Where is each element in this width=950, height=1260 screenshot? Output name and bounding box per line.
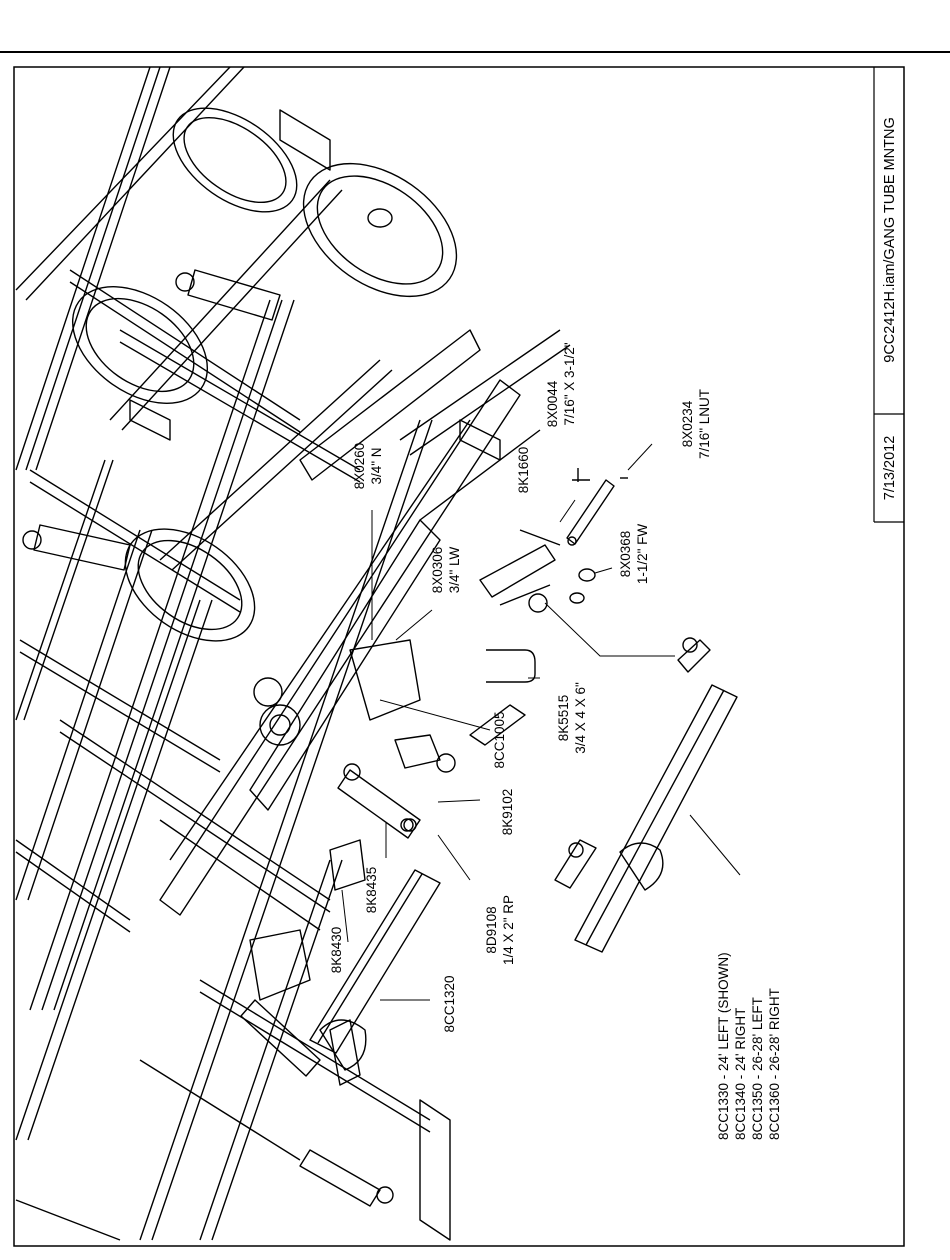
frame-members [16,67,432,1240]
callout-8k8430: 8K8430 [329,927,344,974]
callout-8cc1320: 8CC1320 [442,975,457,1032]
leader-lines [342,444,740,1000]
callout-8x0234: 8X0234 7/16" LNUT [680,389,712,459]
part-desc: 3/4" LW [447,546,462,593]
part-desc: 3/4" N [369,447,384,484]
part-number: 8K1660 [516,447,531,494]
cross-members [16,270,430,1240]
part-number: 8X0260 [352,443,367,490]
callout-8cc1005: 8CC1005 [492,711,507,768]
part-number: 8K9102 [500,789,515,836]
part-number: 8K8430 [329,927,344,974]
part-desc: 1/4 X 2" RP [501,895,516,965]
part-desc: 7/16" LNUT [697,389,712,459]
part-number: 8X0306 [430,547,445,594]
callout-8x0306: 8X0306 3/4" LW [430,546,462,593]
gang-tube-line-4: 8CC1360 - 26-28' RIGHT [767,988,782,1140]
callout-8d9108: 8D9108 1/4 X 2" RP [484,895,516,965]
part-number: 8CC1320 [442,975,457,1032]
implement-illustration [16,67,737,1240]
part-desc: 1-1/2" FW [635,524,650,585]
callout-8x0368: 8X0368 1-1/2" FW [618,524,650,585]
callout-8k5515: 8K5515 3/4 X 4 X 6" [556,682,588,754]
callout-8k9102: 8K9102 [500,789,515,836]
title-block: 7/13/2012 9CC2412H.iam/GANG TUBE MNTNG [874,67,904,522]
gang-tube-line-2: 8CC1340 - 24' RIGHT [733,1008,748,1140]
part-number: 8K8435 [364,867,379,914]
gang-tube-line-3: 8CC1350 - 26-28' LEFT [750,997,765,1140]
pivot-plates [330,735,440,890]
part-number: 8X0044 [545,380,560,427]
brackets [130,110,500,1240]
callout-gang-tube-list: 8CC1330 - 24' LEFT (SHOWN) 8CC1340 - 24'… [716,952,782,1140]
part-number: 8D9108 [484,906,499,953]
part-number: 8X0368 [618,531,633,578]
drawing-date: 7/13/2012 [882,436,898,501]
part-desc: 3/4 X 4 X 6" [573,682,588,754]
callout-8k8435: 8K8435 [364,867,379,914]
u-bolt [486,650,535,682]
drawing-filename: 9CC2412H.iam/GANG TUBE MNTNG [882,117,898,362]
part-desc: 7/16" X 3-1/2" [562,342,577,425]
callout-8x0260: 8X0260 3/4" N [352,443,384,490]
part-number: 8X0234 [680,400,695,447]
part-number: 8K5515 [556,695,571,742]
gang-tube-line-1: 8CC1330 - 24' LEFT (SHOWN) [716,952,731,1140]
callout-8x0044: 8X0044 7/16" X 3-1/2" [545,342,577,427]
part-number: 8CC1005 [492,711,507,768]
callout-8k1660: 8K1660 [516,447,531,494]
